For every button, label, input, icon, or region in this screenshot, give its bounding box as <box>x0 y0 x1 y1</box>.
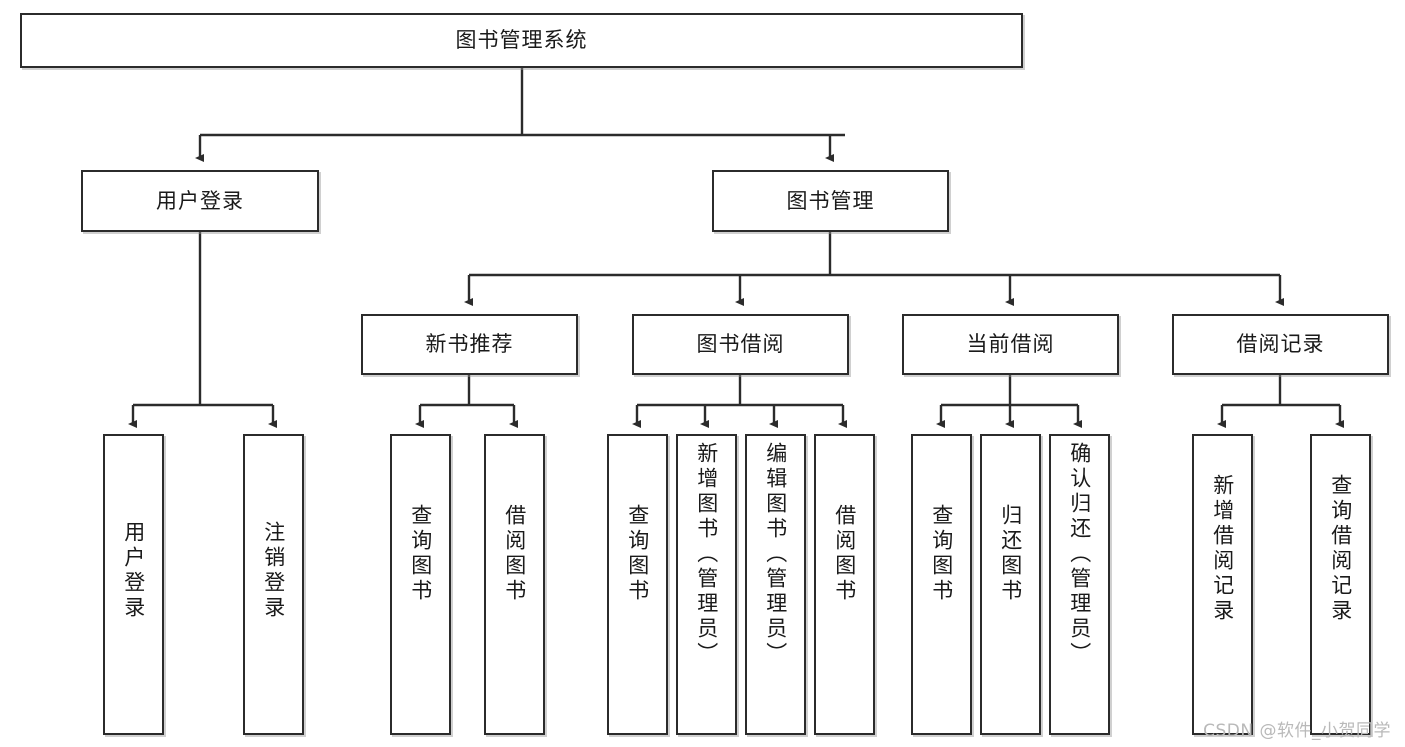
node-label: 借阅记录 <box>1236 332 1325 357</box>
node-label: 用户登录 <box>156 188 244 213</box>
node-book-management[interactable]: 图书管理 <box>712 170 949 232</box>
node-label: 注销登录 <box>261 521 286 621</box>
leaf-current-query-book[interactable]: 查询图书 <box>911 434 972 735</box>
node-label: 新增图书（管理员） <box>694 442 719 667</box>
leaf-current-confirm-return-admin[interactable]: 确认归还（管理员） <box>1049 434 1110 735</box>
node-label: 新增借阅记录 <box>1210 474 1235 624</box>
node-label: 查询图书 <box>408 504 433 604</box>
leaf-borrow-query-book[interactable]: 查询图书 <box>607 434 668 735</box>
node-label: 借阅图书 <box>832 504 857 604</box>
leaf-current-return-book[interactable]: 归还图书 <box>980 434 1041 735</box>
node-label: 图书管理系统 <box>455 28 588 53</box>
node-label: 确认归还（管理员） <box>1067 442 1092 667</box>
leaf-borrow-edit-book-admin[interactable]: 编辑图书（管理员） <box>745 434 806 735</box>
node-label: 编辑图书（管理员） <box>763 442 788 667</box>
leaf-new-book-borrow[interactable]: 借阅图书 <box>484 434 545 735</box>
node-current-borrow[interactable]: 当前借阅 <box>902 314 1119 375</box>
leaf-record-add-record[interactable]: 新增借阅记录 <box>1192 434 1253 735</box>
node-user-login[interactable]: 用户登录 <box>81 170 319 232</box>
watermark-text: CSDN @软件_小贺同学 <box>1203 721 1391 741</box>
node-label: 查询图书 <box>625 504 650 604</box>
node-label: 查询图书 <box>929 504 954 604</box>
node-label: 借阅图书 <box>502 504 527 604</box>
node-label: 图书借阅 <box>696 332 785 357</box>
node-label: 查询借阅记录 <box>1328 474 1353 624</box>
leaf-user-login-logout[interactable]: 注销登录 <box>243 434 304 735</box>
leaf-user-login-login[interactable]: 用户登录 <box>103 434 164 735</box>
node-root-system[interactable]: 图书管理系统 <box>20 13 1023 68</box>
node-book-borrow[interactable]: 图书借阅 <box>632 314 849 375</box>
node-borrow-record[interactable]: 借阅记录 <box>1172 314 1389 375</box>
node-label: 图书管理 <box>786 188 875 213</box>
leaf-record-query-record[interactable]: 查询借阅记录 <box>1310 434 1371 735</box>
node-new-book-recommend[interactable]: 新书推荐 <box>361 314 578 375</box>
leaf-borrow-add-book-admin[interactable]: 新增图书（管理员） <box>676 434 737 735</box>
node-label: 归还图书 <box>998 504 1023 604</box>
node-label: 新书推荐 <box>425 332 514 357</box>
leaf-new-book-query[interactable]: 查询图书 <box>390 434 451 735</box>
node-label: 当前借阅 <box>966 332 1055 357</box>
node-label: 用户登录 <box>121 521 146 621</box>
leaf-borrow-borrow-book[interactable]: 借阅图书 <box>814 434 875 735</box>
